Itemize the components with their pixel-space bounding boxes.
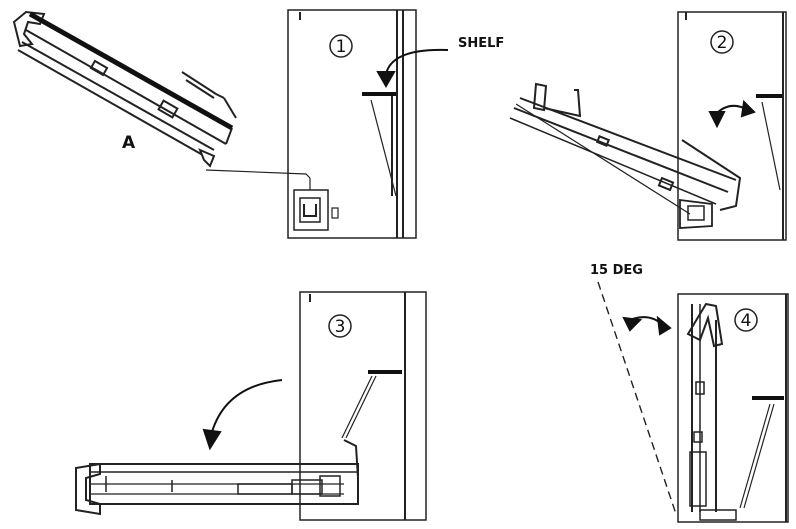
bed-frame-a bbox=[12, 10, 311, 179]
panel-4-wall bbox=[677, 293, 789, 523]
rotate-arrow-2 bbox=[708, 99, 756, 129]
step-2-marker: 2 bbox=[710, 30, 734, 54]
bed-frame-tilted bbox=[509, 82, 742, 229]
panel-3-wall bbox=[299, 291, 427, 521]
shelf-label: SHELF bbox=[458, 36, 504, 51]
part-a-label: A bbox=[122, 133, 136, 153]
angle-label: 15 DEG bbox=[590, 263, 643, 278]
step-3-number: 3 bbox=[335, 317, 346, 337]
angle-guide-line bbox=[597, 281, 677, 515]
bed-frame-upright bbox=[686, 302, 737, 521]
shelf-arrow bbox=[376, 48, 449, 89]
step-4-marker: 4 bbox=[734, 308, 758, 332]
lower-arrow-3 bbox=[202, 379, 283, 451]
step-1-number: 1 bbox=[336, 37, 347, 57]
rotate-arrow-4 bbox=[622, 315, 672, 336]
panel-1-wall bbox=[287, 9, 417, 239]
step-2-number: 2 bbox=[717, 33, 728, 53]
bed-frame-flat bbox=[75, 439, 359, 516]
step-3-marker: 3 bbox=[328, 314, 352, 338]
step-4-number: 4 bbox=[741, 311, 752, 331]
step-1-marker: 1 bbox=[329, 34, 353, 58]
panel-2-wall bbox=[677, 11, 787, 241]
